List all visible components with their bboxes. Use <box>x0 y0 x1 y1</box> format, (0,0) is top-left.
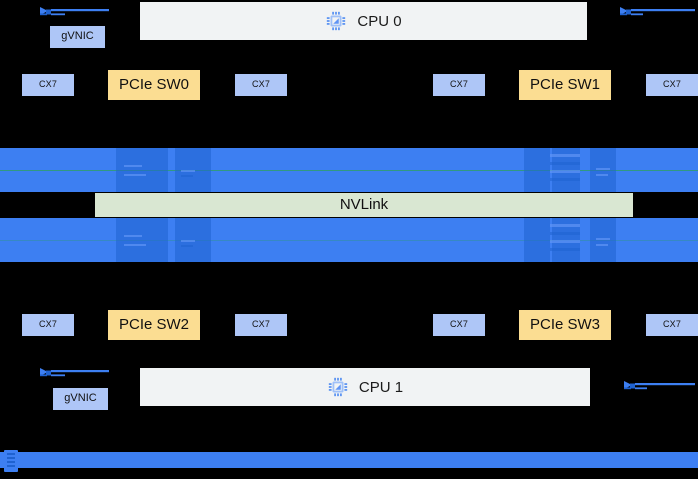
cx7-label: CX7 <box>662 319 682 330</box>
nvlink-label: NVLink <box>339 196 389 214</box>
cx7-label: CX7 <box>449 319 469 330</box>
cx7-label: CX7 <box>38 79 58 90</box>
cx7-label: CX7 <box>251 79 271 90</box>
cx7-label: CX7 <box>662 79 682 90</box>
pcie-sw2-box[interactable]: PCIe SW2 <box>108 310 200 340</box>
gvnic-label-top: gVNIC <box>61 30 94 43</box>
bottom-fabric-bar <box>0 452 698 468</box>
cx7-box[interactable]: CX7 <box>235 74 287 96</box>
gvnic-box-bottom[interactable]: gVNIC <box>53 388 108 410</box>
pcie-sw1-label: PCIe SW1 <box>529 76 601 94</box>
gpu-band-upper <box>0 148 698 192</box>
cx7-label: CX7 <box>38 319 58 330</box>
pcie-sw0-box[interactable]: PCIe SW0 <box>108 70 200 100</box>
network-cable-icon-right-top <box>618 4 696 20</box>
pcie-sw3-box[interactable]: PCIe SW3 <box>519 310 611 340</box>
pcie-sw2-label: PCIe SW2 <box>118 316 190 334</box>
cx7-box[interactable]: CX7 <box>433 74 485 96</box>
nvlink-bar[interactable]: NVLink <box>95 193 633 217</box>
cx7-box[interactable]: CX7 <box>22 74 74 96</box>
pcie-sw0-label: PCIe SW0 <box>118 76 190 94</box>
cx7-box[interactable]: CX7 <box>235 314 287 336</box>
network-cable-icon-right-bottom <box>622 378 696 394</box>
network-cable-icon <box>38 4 110 20</box>
cx7-box[interactable]: CX7 <box>433 314 485 336</box>
cpu1-bar[interactable]: CPU 1 <box>140 368 590 406</box>
gpu-band-lower <box>0 218 698 262</box>
cx7-box[interactable]: CX7 <box>646 74 698 96</box>
cx7-box[interactable]: CX7 <box>646 314 698 336</box>
cx7-label: CX7 <box>251 319 271 330</box>
network-cable-icon-left-bottom <box>38 365 110 381</box>
cx7-label: CX7 <box>449 79 469 90</box>
pcie-sw1-box[interactable]: PCIe SW1 <box>519 70 611 100</box>
cpu1-label: CPU 1 <box>358 378 404 396</box>
cpu-chip-icon <box>325 10 347 32</box>
cpu-chip-icon <box>327 376 349 398</box>
cpu0-label: CPU 0 <box>357 12 402 30</box>
pcie-sw3-label: PCIe SW3 <box>529 316 601 334</box>
server-stack-icon <box>0 448 40 474</box>
gvnic-label-bottom: gVNIC <box>64 392 97 405</box>
cpu0-bar[interactable]: CPU 0 <box>140 2 587 40</box>
gvnic-box-top[interactable]: gVNIC <box>50 26 105 48</box>
cx7-box[interactable]: CX7 <box>22 314 74 336</box>
